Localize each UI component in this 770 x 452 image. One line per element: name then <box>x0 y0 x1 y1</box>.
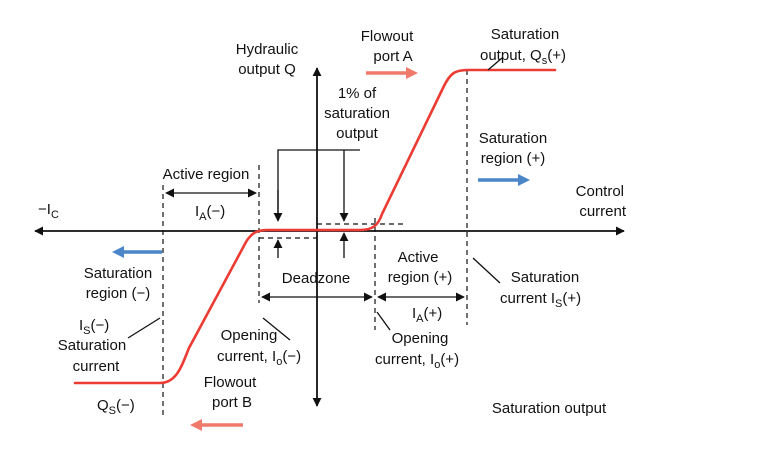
saturation-output-label: Saturation output <box>492 400 607 417</box>
active-region-pos-line1: Active <box>398 249 439 266</box>
sat-output-pos-line2: output, Qs(+) <box>480 47 566 67</box>
opening-neg-line1: Opening <box>221 327 278 344</box>
deadzone-label: Deadzone <box>282 270 350 287</box>
sat-region-pos-line2: region (+) <box>481 150 546 167</box>
sat-region-neg-line2: region (−) <box>86 285 151 302</box>
sat-region-pos-line1: Saturation <box>479 130 547 147</box>
opening-neg-leader <box>262 317 291 341</box>
ia-neg-label: IA(−) <box>195 203 225 223</box>
sat-current-pos-leader <box>472 257 501 284</box>
opening-neg-line2: current, Io(−) <box>217 348 301 368</box>
neg-x-label: −IC <box>38 201 59 221</box>
sat-current-neg-line3: current <box>73 358 121 375</box>
sat-region-neg-line1: Saturation <box>84 265 152 282</box>
sat-current-neg-leader <box>127 317 161 339</box>
x-axis-title-line2: current <box>579 203 627 220</box>
qs-neg-label: QS(−) <box>97 397 135 417</box>
flowout-a-line2: port A <box>373 48 412 65</box>
flowout-b-line2: port B <box>212 394 252 411</box>
flowout-a-arrowhead <box>406 67 418 79</box>
active-region-pos-line2: region (+) <box>388 269 453 286</box>
flowout-a-line1: Flowout <box>361 28 414 45</box>
one-percent-line1: 1% of <box>338 85 377 102</box>
y-axis-title-line1: Hydraulic <box>236 41 299 58</box>
flowout-b-line1: Flowout <box>204 374 257 391</box>
sat-region-pos-arrowhead <box>518 174 530 186</box>
one-percent-bracket <box>277 149 360 218</box>
active-region-label: Active region <box>163 166 250 183</box>
sat-output-pos-leader <box>487 57 503 71</box>
opening-pos-line1: Opening <box>392 330 449 347</box>
one-percent-line3: output <box>336 125 379 142</box>
sat-region-neg-arrowhead <box>112 246 124 258</box>
sat-current-pos-line1: Saturation <box>511 269 579 286</box>
one-percent-line2: saturation <box>324 105 390 122</box>
ia-pos-label: IA(+) <box>412 305 442 325</box>
sat-current-neg-line1: IS(−) <box>79 317 109 337</box>
opening-pos-line2: current, Io(+) <box>375 351 459 371</box>
opening-pos-leader <box>376 311 391 331</box>
flow-curve <box>73 68 557 385</box>
flowout-b-arrowhead <box>190 419 202 431</box>
y-axis-title-line2: output Q <box>238 61 296 78</box>
sat-current-neg-line2: Saturation <box>58 337 126 354</box>
x-axis-title-line1: Control <box>576 183 624 200</box>
sat-output-pos-line1: Saturation <box>491 26 559 43</box>
sat-current-pos-line2: current IS(+) <box>500 290 581 310</box>
